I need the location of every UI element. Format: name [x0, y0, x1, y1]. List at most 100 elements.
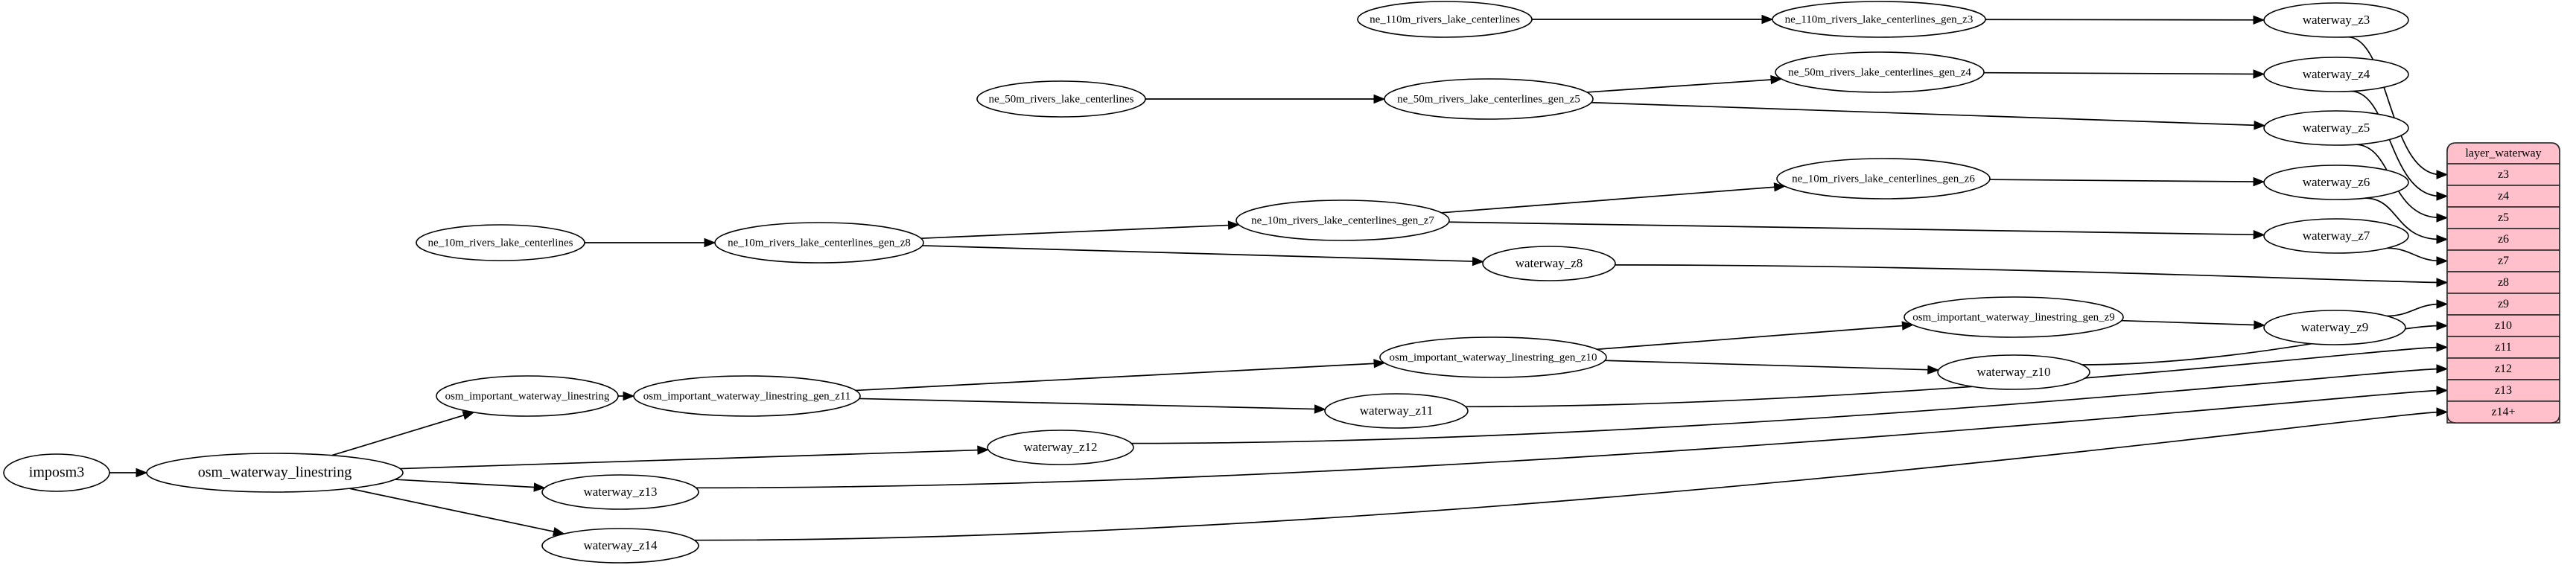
- table-row-z5[interactable]: [2446, 206, 2560, 229]
- table-last-cell: [2446, 401, 2560, 424]
- table-row-z13[interactable]: [2446, 379, 2560, 402]
- node-label: osm_waterway_linestring: [198, 465, 352, 481]
- layer-waterway-table: layer_waterwayz3z4z5z6z7z8z9z10z11z12z13…: [2446, 142, 2560, 424]
- arrow-layer_waterway-z10: [2436, 321, 2449, 331]
- node-waterway_z7[interactable]: waterway_z7: [2263, 218, 2409, 254]
- node-shape: [541, 528, 699, 564]
- table-cell-label: z13: [2495, 384, 2512, 397]
- table-cell-label: z10: [2495, 319, 2512, 332]
- edge-waterway_z11-to-layer_waterway-z11: [1466, 346, 2441, 408]
- node-ne_50m_rivers_lake_centerlines[interactable]: ne_50m_rivers_lake_centerlines: [976, 80, 1146, 118]
- table-row-z4[interactable]: [2446, 185, 2560, 208]
- table-row-z10[interactable]: [2446, 314, 2560, 337]
- node-shape: [1937, 354, 2090, 390]
- node-shape: [633, 375, 861, 417]
- arrow-waterway_z12: [977, 445, 990, 455]
- node-label: waterway_z13: [583, 485, 657, 499]
- node-label: waterway_z14: [583, 538, 658, 552]
- node-shape: [436, 375, 619, 417]
- node-osm_important_waterway_linestring[interactable]: osm_important_waterway_linestring: [436, 375, 619, 417]
- edge-ne_10m_rivers_lake_centerlines_gen_z7-to-ne_10m_rivers_lake_centerlines_gen_z6: [1441, 186, 1778, 214]
- arrow-osm_waterway_linestring: [136, 468, 148, 478]
- node-shape: [1904, 296, 2124, 338]
- edge-waterway_z8-to-layer_waterway-z8: [1615, 264, 2441, 284]
- node-waterway_z14[interactable]: waterway_z14: [541, 528, 699, 564]
- node-osm_important_waterway_linestring_gen_z11[interactable]: osm_important_waterway_linestring_gen_z1…: [633, 375, 861, 417]
- node-waterway_z10[interactable]: waterway_z10: [1937, 354, 2090, 390]
- node-waterway_z3[interactable]: waterway_z3: [2263, 2, 2409, 38]
- node-waterway_z13[interactable]: waterway_z13: [541, 474, 699, 510]
- node-osm_important_waterway_linestring_gen_z9[interactable]: osm_important_waterway_linestring_gen_z9: [1904, 296, 2124, 338]
- arrow-waterway_z3: [2253, 15, 2265, 25]
- node-imposm3[interactable]: imposm3: [3, 453, 110, 492]
- node-ne_10m_rivers_lake_centerlines_gen_z8[interactable]: ne_10m_rivers_lake_centerlines_gen_z8: [714, 222, 924, 264]
- node-label: ne_110m_rivers_lake_centerlines_gen_z3: [1785, 13, 1974, 25]
- node-label: waterway_z6: [2303, 175, 2370, 189]
- node-shape: [1379, 336, 1607, 378]
- node-shape: [2263, 2, 2409, 38]
- arrow-waterway_z9: [2254, 320, 2266, 330]
- edge-ne_10m_rivers_lake_centerlines_gen_z6-to-waterway_z6: [1989, 179, 2257, 182]
- edge-osm_waterway_linestring-to-waterway_z14: [349, 488, 557, 533]
- arrow-ne_10m_rivers_lake_centerlines_gen_z8: [704, 237, 716, 248]
- node-waterway_z11[interactable]: waterway_z11: [1324, 393, 1469, 429]
- node-label: waterway_z7: [2303, 229, 2370, 243]
- node-shape: [2263, 218, 2409, 254]
- node-ne_10m_rivers_lake_centerlines[interactable]: ne_10m_rivers_lake_centerlines: [416, 224, 585, 261]
- edge-osm_waterway_linestring-to-osm_important_waterway_linestring: [331, 413, 467, 456]
- edge-ne_50m_rivers_lake_centerlines_gen_z5-to-ne_50m_rivers_lake_centerlines_gen_z4: [1586, 78, 1775, 93]
- arrow-layer_waterway-z13: [2436, 386, 2449, 395]
- edge-ne_50m_rivers_lake_centerlines_gen_z4-to-waterway_z4: [1983, 71, 2257, 75]
- table-header-label: layer_waterway: [2465, 147, 2541, 160]
- node-label: waterway_z3: [2303, 13, 2370, 27]
- node-ne_50m_rivers_lake_centerlines_gen_z5[interactable]: ne_50m_rivers_lake_centerlines_gen_z5: [1384, 78, 1594, 120]
- arrow-waterway_z13: [533, 482, 546, 492]
- node-ne_110m_rivers_lake_centerlines_gen_z3[interactable]: ne_110m_rivers_lake_centerlines_gen_z3: [1772, 1, 1986, 38]
- node-osm_important_waterway_linestring_gen_z10[interactable]: osm_important_waterway_linestring_gen_z1…: [1379, 336, 1607, 378]
- node-ne_10m_rivers_lake_centerlines_gen_z7[interactable]: ne_10m_rivers_lake_centerlines_gen_z7: [1235, 200, 1450, 241]
- node-label: osm_important_waterway_linestring: [445, 390, 610, 402]
- node-waterway_z12[interactable]: waterway_z12: [987, 430, 1134, 465]
- node-label: ne_50m_rivers_lake_centerlines: [989, 93, 1134, 105]
- node-waterway_z6[interactable]: waterway_z6: [2263, 165, 2409, 200]
- arrow-layer_waterway-z12: [2436, 364, 2449, 374]
- node-shape: [416, 224, 585, 261]
- node-shape: [1482, 246, 1616, 281]
- arrow-waterway_z6: [2253, 176, 2265, 187]
- node-shape: [1772, 1, 1986, 38]
- node-waterway_z9[interactable]: waterway_z9: [2263, 310, 2406, 345]
- node-waterway_z4[interactable]: waterway_z4: [2263, 57, 2409, 92]
- arrow-ne_50m_rivers_lake_centerlines_gen_z5: [1373, 94, 1386, 104]
- edge-ne_110m_rivers_lake_centerlines_gen_z3-to-waterway_z3: [1985, 19, 2257, 21]
- node-label: waterway_z4: [2303, 67, 2370, 81]
- arrow-waterway_z7: [2253, 230, 2265, 240]
- table-cell-label: z7: [2498, 255, 2509, 267]
- table-cell-label: z12: [2495, 363, 2512, 375]
- node-shape: [1235, 200, 1450, 241]
- arrow-layer_waterway-z6: [2436, 234, 2449, 244]
- node-ne_110m_rivers_lake_centerlines[interactable]: ne_110m_rivers_lake_centerlines: [1357, 1, 1533, 38]
- node-shape: [3, 453, 110, 492]
- node-ne_10m_rivers_lake_centerlines_gen_z6[interactable]: ne_10m_rivers_lake_centerlines_gen_z6: [1776, 158, 1991, 200]
- arrow-ne_10m_rivers_lake_centerlines_gen_z6: [1773, 182, 1786, 192]
- node-waterway_z5[interactable]: waterway_z5: [2263, 110, 2409, 146]
- node-shape: [2263, 57, 2409, 92]
- node-ne_50m_rivers_lake_centerlines_gen_z4[interactable]: ne_50m_rivers_lake_centerlines_gen_z4: [1775, 51, 1985, 93]
- table-row-z7[interactable]: [2446, 249, 2560, 272]
- node-osm_waterway_linestring[interactable]: osm_waterway_linestring: [146, 453, 404, 493]
- edge-osm_waterway_linestring-to-waterway_z13: [395, 479, 538, 488]
- table-row-z9[interactable]: [2446, 293, 2560, 316]
- node-shape: [1775, 51, 1985, 93]
- table-row-z11[interactable]: [2446, 336, 2560, 359]
- table-row-z8[interactable]: [2446, 271, 2560, 294]
- node-shape: [2263, 310, 2406, 345]
- node-waterway_z8[interactable]: waterway_z8: [1482, 246, 1616, 281]
- table-cell-label: z6: [2498, 233, 2509, 246]
- arrow-layer_waterway-z11: [2436, 342, 2449, 352]
- node-label: ne_110m_rivers_lake_centerlines: [1370, 13, 1520, 25]
- arrow-waterway_z5: [2254, 120, 2266, 130]
- table-cell-label: z4: [2498, 190, 2509, 202]
- edge-osm_important_waterway_linestring_gen_z10-to-osm_important_waterway_linestring_gen_z9: [1597, 325, 1906, 351]
